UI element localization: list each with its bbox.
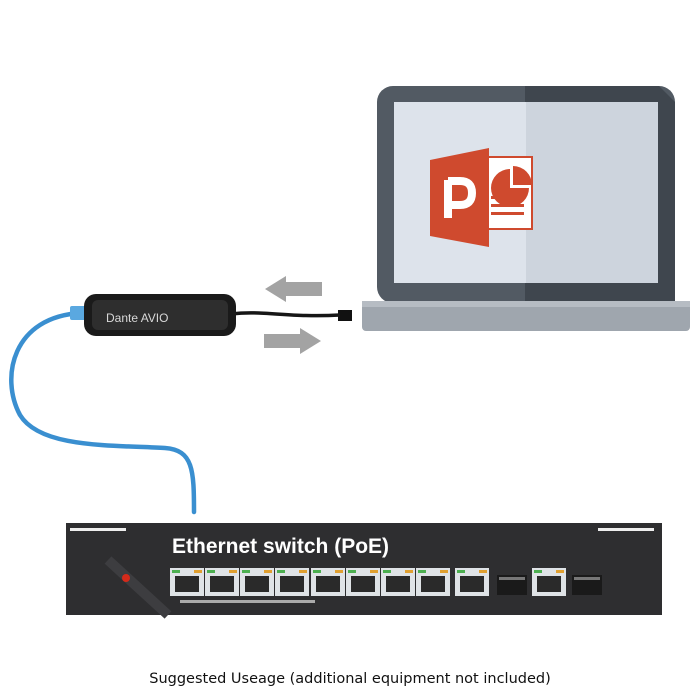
- caption: Suggested Useage (additional equipment n…: [149, 671, 551, 687]
- ethernet-port-2: [205, 568, 239, 596]
- switch-port-group: [170, 568, 602, 596]
- usb-cable: [231, 311, 341, 318]
- ethernet-port-8: [416, 568, 450, 596]
- ethernet-plug: [70, 306, 88, 320]
- ethernet-port-7: [381, 568, 415, 596]
- laptop-base-edge: [362, 301, 690, 307]
- bidirectional-arrows-icon: [264, 276, 322, 354]
- ethernet-port-10: [532, 568, 566, 596]
- ethernet-port-1: [170, 568, 204, 596]
- laptop-base: [362, 301, 690, 331]
- sfp-port-1: [497, 575, 527, 595]
- ethernet-port-3: [240, 568, 274, 596]
- ethernet-port-4: [275, 568, 309, 596]
- laptop-port: [338, 310, 352, 321]
- laptop-screen-shade: [526, 102, 658, 283]
- arrow-right-icon: [264, 328, 321, 354]
- power-led: [122, 574, 130, 582]
- ethernet-port-9: [455, 568, 489, 596]
- ethernet-cable: [9, 310, 197, 515]
- sfp-port-2: [572, 575, 602, 595]
- arrow-left-icon: [265, 276, 322, 302]
- device-label: Dante AVIO: [106, 311, 168, 325]
- switch-label: Ethernet switch (PoE): [172, 535, 389, 558]
- ethernet-port-6: [346, 568, 380, 596]
- powerpoint-icon: [430, 148, 533, 247]
- laptop: [338, 86, 690, 331]
- dante-avio-adapter: Dante AVIO: [84, 294, 236, 336]
- ethernet-switch: Ethernet switch (PoE): [66, 523, 662, 619]
- ethernet-port-5: [311, 568, 345, 596]
